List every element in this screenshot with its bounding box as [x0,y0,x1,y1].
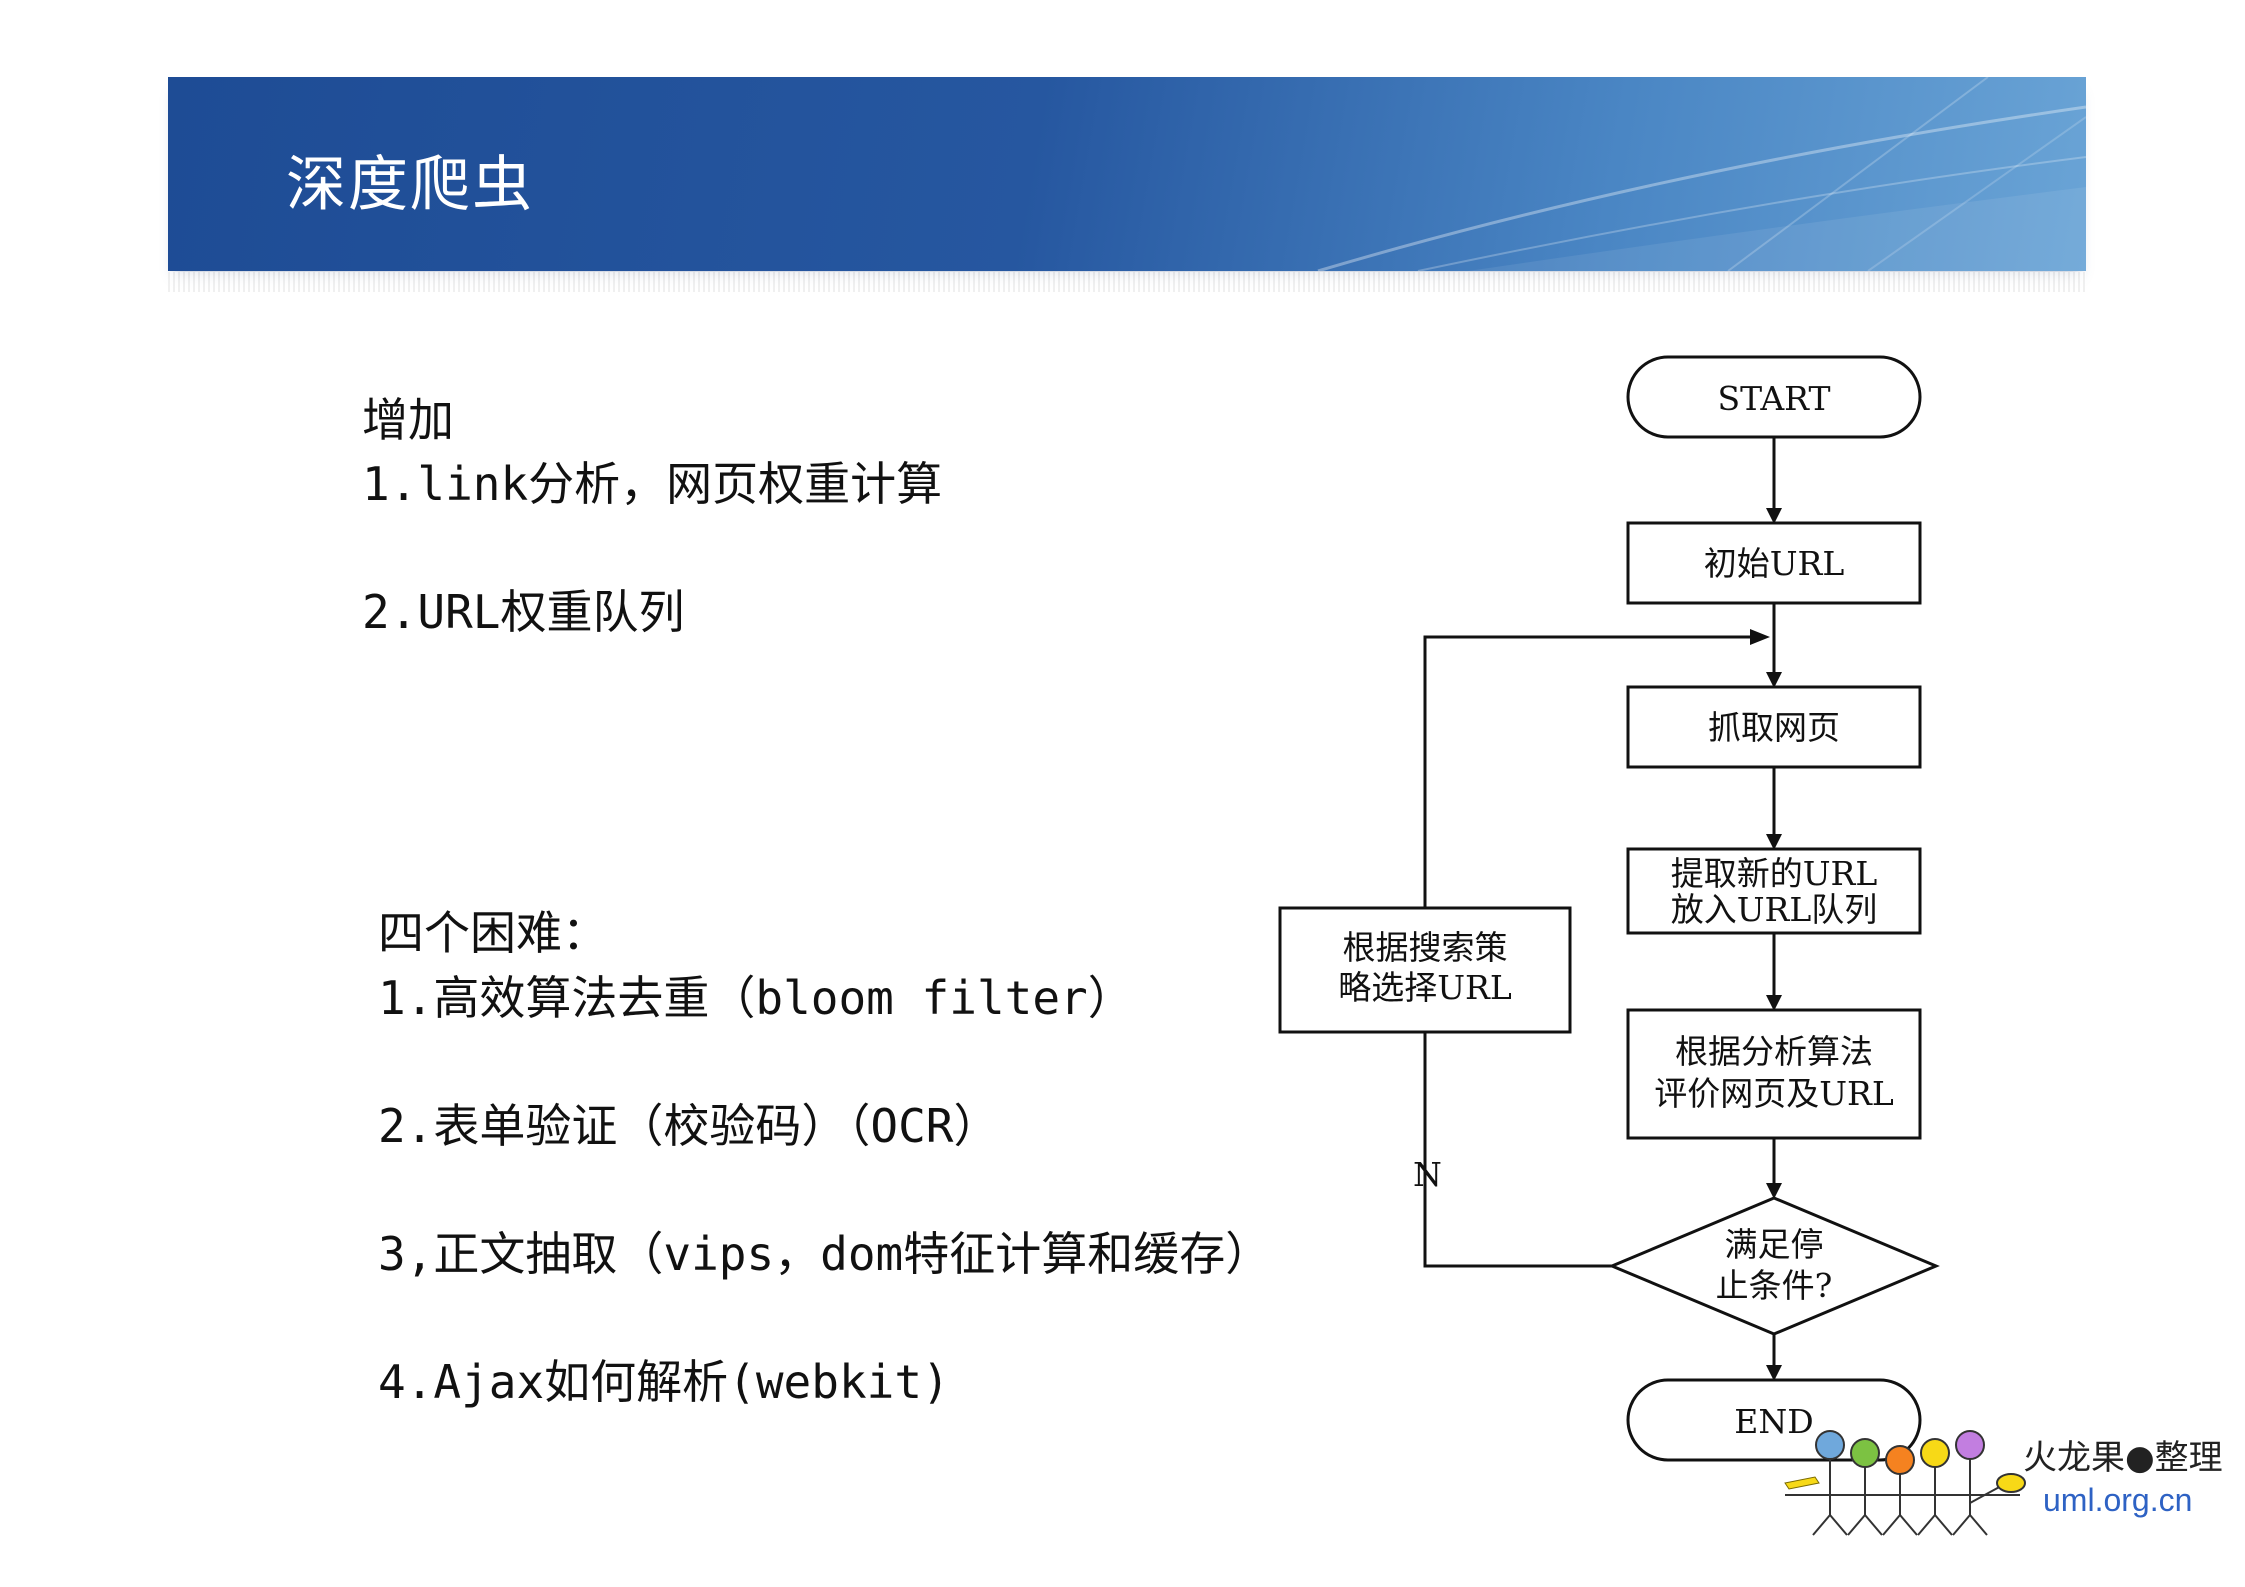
difficulties-heading: 四个困难： [378,906,608,960]
logo-url[interactable]: uml.org.cn [2043,1482,2193,1518]
strategy-label-1: 根据搜索策 [1343,928,1508,967]
slide-title: 深度爬虫 [286,150,534,220]
header-divider [168,272,2086,292]
no-label: N [1413,1155,1442,1194]
logo-dot-purple [1955,1430,1985,1460]
difficulties-item-2: 2.表单验证（校验码）（OCR） [378,1099,1000,1153]
loop-line-upper [1423,635,1755,908]
extract-url-label-1: 提取新的URL [1671,854,1878,893]
decision-node [1608,1196,1940,1336]
decision-label-2: 止条件? [1716,1266,1833,1305]
difficulties-item-3: 3,正文抽取（vips，dom特征计算和缓存） [378,1227,1272,1281]
strategy-label-2: 略选择URL [1338,968,1512,1007]
logo-dot-blue [1815,1430,1845,1460]
fetch-page-label: 抓取网页 [1708,708,1840,747]
evaluate-label-1: 根据分析算法 [1675,1032,1873,1071]
extract-url-label-2: 放入URL队列 [1671,890,1878,929]
logo-dot-orange [1885,1445,1915,1475]
logo-title: 火龙果●整理 [2023,1438,2223,1478]
evaluate-node [1626,1008,1922,1140]
arrowhead-extract-evaluate [1766,995,1782,1011]
init-url-node [1626,521,1922,605]
start-label: START [1718,379,1831,418]
init-url-label: 初始URL [1704,544,1845,583]
arrowhead-decision-end [1766,1365,1782,1381]
arrowhead-fetch-extract [1766,834,1782,850]
additions-item-1: 1.link分析，网页权重计算 [362,457,943,511]
additions-item-2: 2.URL权重队列 [362,585,685,639]
decision-label-1: 满足停 [1725,1225,1824,1264]
additions-heading: 增加 [362,393,454,447]
header-banner: 深度爬虫 [168,77,2086,271]
arrowhead-evaluate-decision [1766,1183,1782,1199]
arrowhead-start-init [1766,508,1782,524]
loop-line-lower [1423,1032,1612,1268]
extract-url-node [1626,847,1922,935]
difficulties-item-4: 4.Ajax如何解析(webkit) [378,1355,950,1409]
strategy-node [1278,906,1572,1034]
fetch-page-node [1626,685,1922,769]
difficulties-item-1: 1.高效算法去重（bloom filter） [378,971,1134,1025]
arrowhead-init-fetch [1766,672,1782,688]
arrowhead-loop-merge [1750,629,1770,645]
logo-graphic [1784,1430,2026,1536]
logo-dot-green [1850,1438,1880,1468]
header-decoration [1317,77,2086,271]
logo-dot-yellow [1920,1438,1950,1468]
start-node [1626,355,1922,439]
evaluate-label-2: 评价网页及URL [1654,1074,1894,1113]
